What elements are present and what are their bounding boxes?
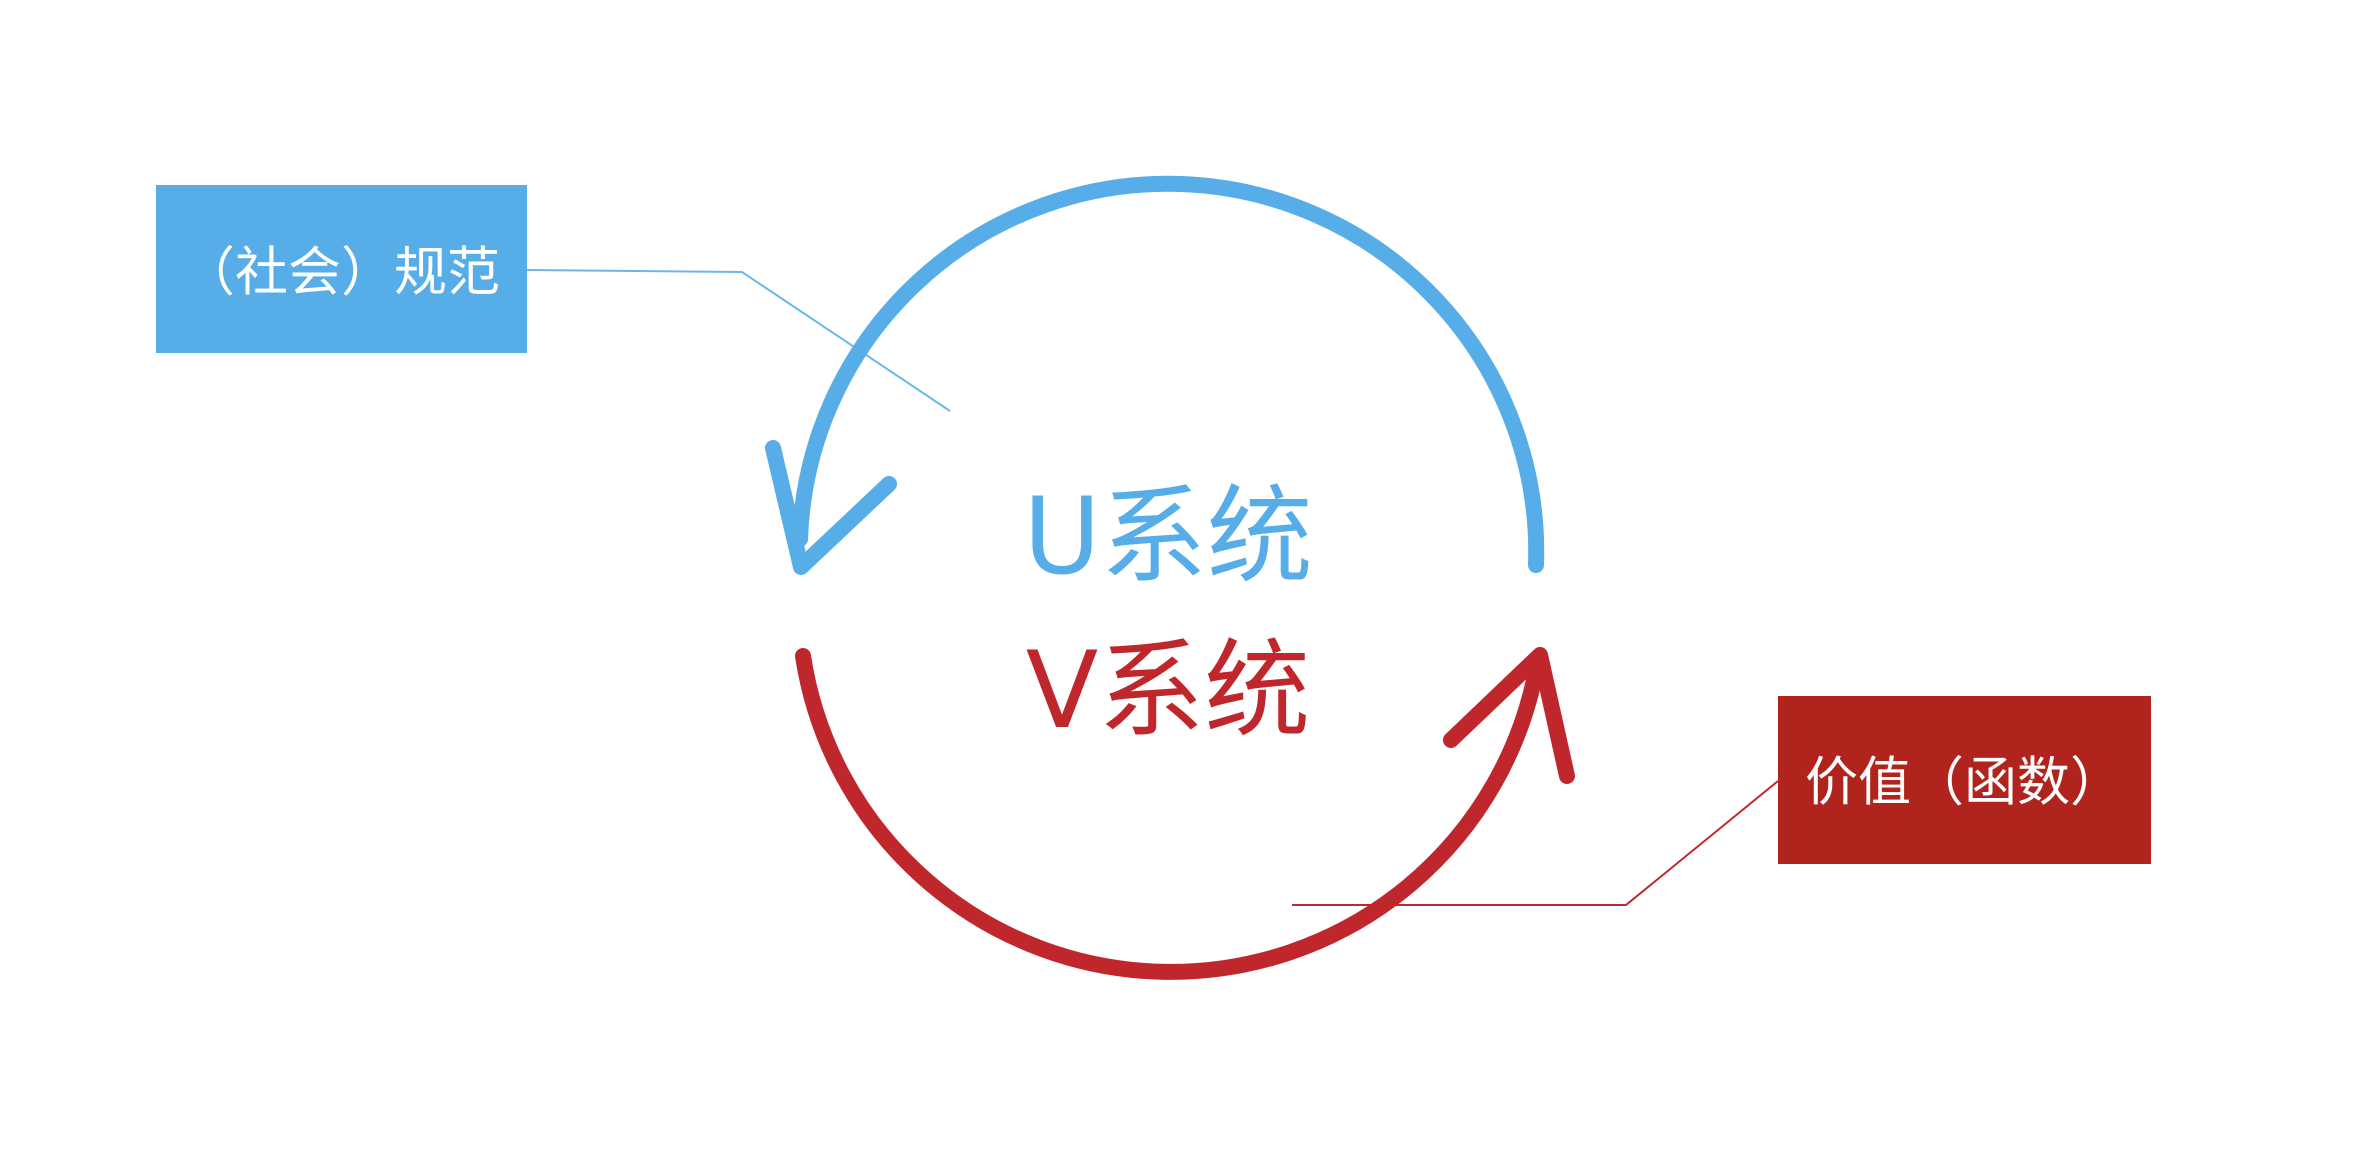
norms-leader-line xyxy=(526,269,951,412)
v-system-label: V系统 xyxy=(1026,629,1311,752)
v-cycle-arc xyxy=(795,648,1545,980)
norms-box-bg xyxy=(156,185,527,353)
u-system-label: U系统 xyxy=(1023,475,1313,598)
u-cycle-arrowhead xyxy=(765,440,897,575)
norms-box: （社会）规范 xyxy=(156,185,527,353)
value-box: 价值（函数） xyxy=(1778,696,2151,864)
value-label: 价值（函数） xyxy=(1805,752,2123,813)
norms-label: （社会）规范 xyxy=(182,242,500,303)
value-box-bg xyxy=(1778,696,2151,864)
value-leader-line xyxy=(1292,780,1779,906)
u-cycle-arc xyxy=(792,175,1545,573)
v-cycle-arrowhead xyxy=(1443,647,1575,784)
